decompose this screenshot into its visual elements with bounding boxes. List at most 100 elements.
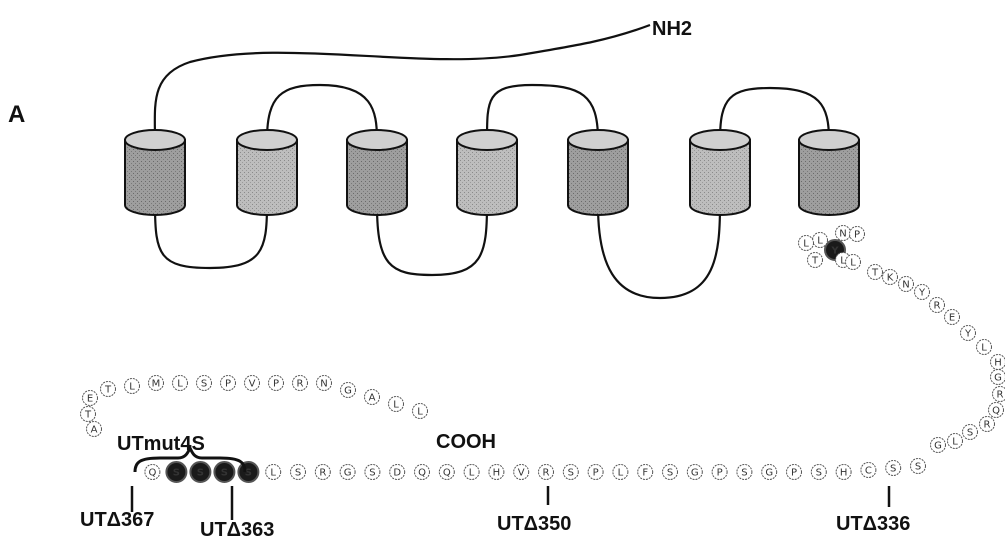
residue: S xyxy=(663,465,678,480)
residue: Y xyxy=(961,326,976,341)
residue: F xyxy=(638,465,653,480)
svg-text:Q: Q xyxy=(443,468,451,479)
svg-text:S: S xyxy=(201,379,207,390)
svg-text:G: G xyxy=(934,441,942,452)
residue: G xyxy=(931,438,946,453)
svg-text:T: T xyxy=(811,256,819,267)
svg-text:L: L xyxy=(393,400,399,411)
svg-text:V: V xyxy=(518,468,525,479)
svg-text:G: G xyxy=(344,468,352,479)
svg-text:S: S xyxy=(967,428,973,439)
svg-text:P: P xyxy=(791,468,797,479)
residue: K xyxy=(883,270,898,285)
svg-text:S: S xyxy=(915,462,921,473)
helix-6 xyxy=(690,130,750,215)
panel-label: A xyxy=(8,101,25,128)
residue: R xyxy=(930,298,945,313)
svg-text:L: L xyxy=(417,407,423,418)
svg-text:G: G xyxy=(344,386,352,397)
ut336-label: UTΔ336 xyxy=(836,513,910,535)
svg-text:P: P xyxy=(273,379,279,390)
residue: S xyxy=(563,465,578,480)
helix-3 xyxy=(347,130,407,215)
svg-text:E: E xyxy=(87,394,93,405)
n-terminal-tail xyxy=(155,25,650,140)
svg-text:Y: Y xyxy=(964,329,972,340)
svg-text:S: S xyxy=(369,468,375,479)
svg-text:T: T xyxy=(104,385,112,396)
svg-text:E: E xyxy=(949,313,955,324)
svg-text:G: G xyxy=(994,373,1002,384)
helix-7 xyxy=(799,130,859,215)
residue: S xyxy=(190,462,210,482)
svg-text:L: L xyxy=(270,468,276,479)
residue: S xyxy=(291,465,306,480)
residue: S xyxy=(166,462,186,482)
svg-text:V: V xyxy=(249,379,256,390)
svg-text:P: P xyxy=(593,468,599,479)
residue: V xyxy=(514,465,529,480)
svg-text:K: K xyxy=(887,273,894,284)
residue: L xyxy=(389,397,404,412)
residue: N xyxy=(317,376,332,391)
residue: S xyxy=(238,462,258,482)
intracellular-loop-3 xyxy=(598,205,720,298)
residue: G xyxy=(762,465,777,480)
svg-text:M: M xyxy=(152,379,161,390)
svg-text:N: N xyxy=(902,280,909,291)
residue: H xyxy=(836,465,851,480)
ut363-label: UTΔ363 xyxy=(200,519,274,541)
residue: S xyxy=(737,465,752,480)
svg-text:A: A xyxy=(369,393,376,404)
residue: S xyxy=(197,376,212,391)
svg-text:N: N xyxy=(320,379,327,390)
helix-5 xyxy=(568,130,628,215)
svg-text:Q: Q xyxy=(148,468,156,479)
residue: Q xyxy=(439,465,454,480)
ut367-label: UTΔ367 xyxy=(80,509,154,531)
residue: L xyxy=(413,404,428,419)
residue: P xyxy=(221,376,236,391)
residue: H xyxy=(991,355,1005,370)
svg-text:A: A xyxy=(91,425,98,436)
svg-text:L: L xyxy=(817,236,823,247)
residue: S xyxy=(911,459,926,474)
residue: R xyxy=(993,387,1005,402)
residue: H xyxy=(489,465,504,480)
residue: S xyxy=(886,461,901,476)
svg-text:F: F xyxy=(642,468,648,479)
residue: P xyxy=(588,465,603,480)
residue: G xyxy=(991,370,1005,385)
residue: L xyxy=(464,465,479,480)
residue: L xyxy=(813,233,828,248)
transmembrane-helices xyxy=(125,130,859,215)
residue: R xyxy=(315,465,330,480)
residue: L xyxy=(977,340,992,355)
residue: T xyxy=(81,407,96,422)
svg-text:L: L xyxy=(177,379,183,390)
residue: Q xyxy=(415,465,430,480)
residue: A xyxy=(87,422,102,437)
residue: E xyxy=(945,310,960,325)
svg-text:S: S xyxy=(890,464,896,475)
residue: L xyxy=(125,379,140,394)
svg-text:T: T xyxy=(84,410,92,421)
svg-text:R: R xyxy=(319,468,326,479)
residue: N xyxy=(899,277,914,292)
svg-text:H: H xyxy=(493,468,501,479)
svg-text:H: H xyxy=(840,468,848,479)
residue: Q xyxy=(989,403,1004,418)
residue: S xyxy=(214,462,234,482)
residue: S xyxy=(811,465,826,480)
svg-text:L: L xyxy=(469,468,475,479)
c-terminal-residues: NPYLLTLLTKNYREYLHGRQRSLGSSCHSPGSPGSFLPSR… xyxy=(81,226,1005,483)
residue: T xyxy=(808,253,823,268)
svg-text:L: L xyxy=(952,437,958,448)
svg-text:S: S xyxy=(197,468,204,479)
c-terminus-label: COOH xyxy=(436,431,496,453)
residue: L xyxy=(846,255,861,270)
svg-text:S: S xyxy=(221,468,228,479)
svg-text:S: S xyxy=(667,468,673,479)
residue: L xyxy=(613,465,628,480)
residue: M xyxy=(149,376,164,391)
